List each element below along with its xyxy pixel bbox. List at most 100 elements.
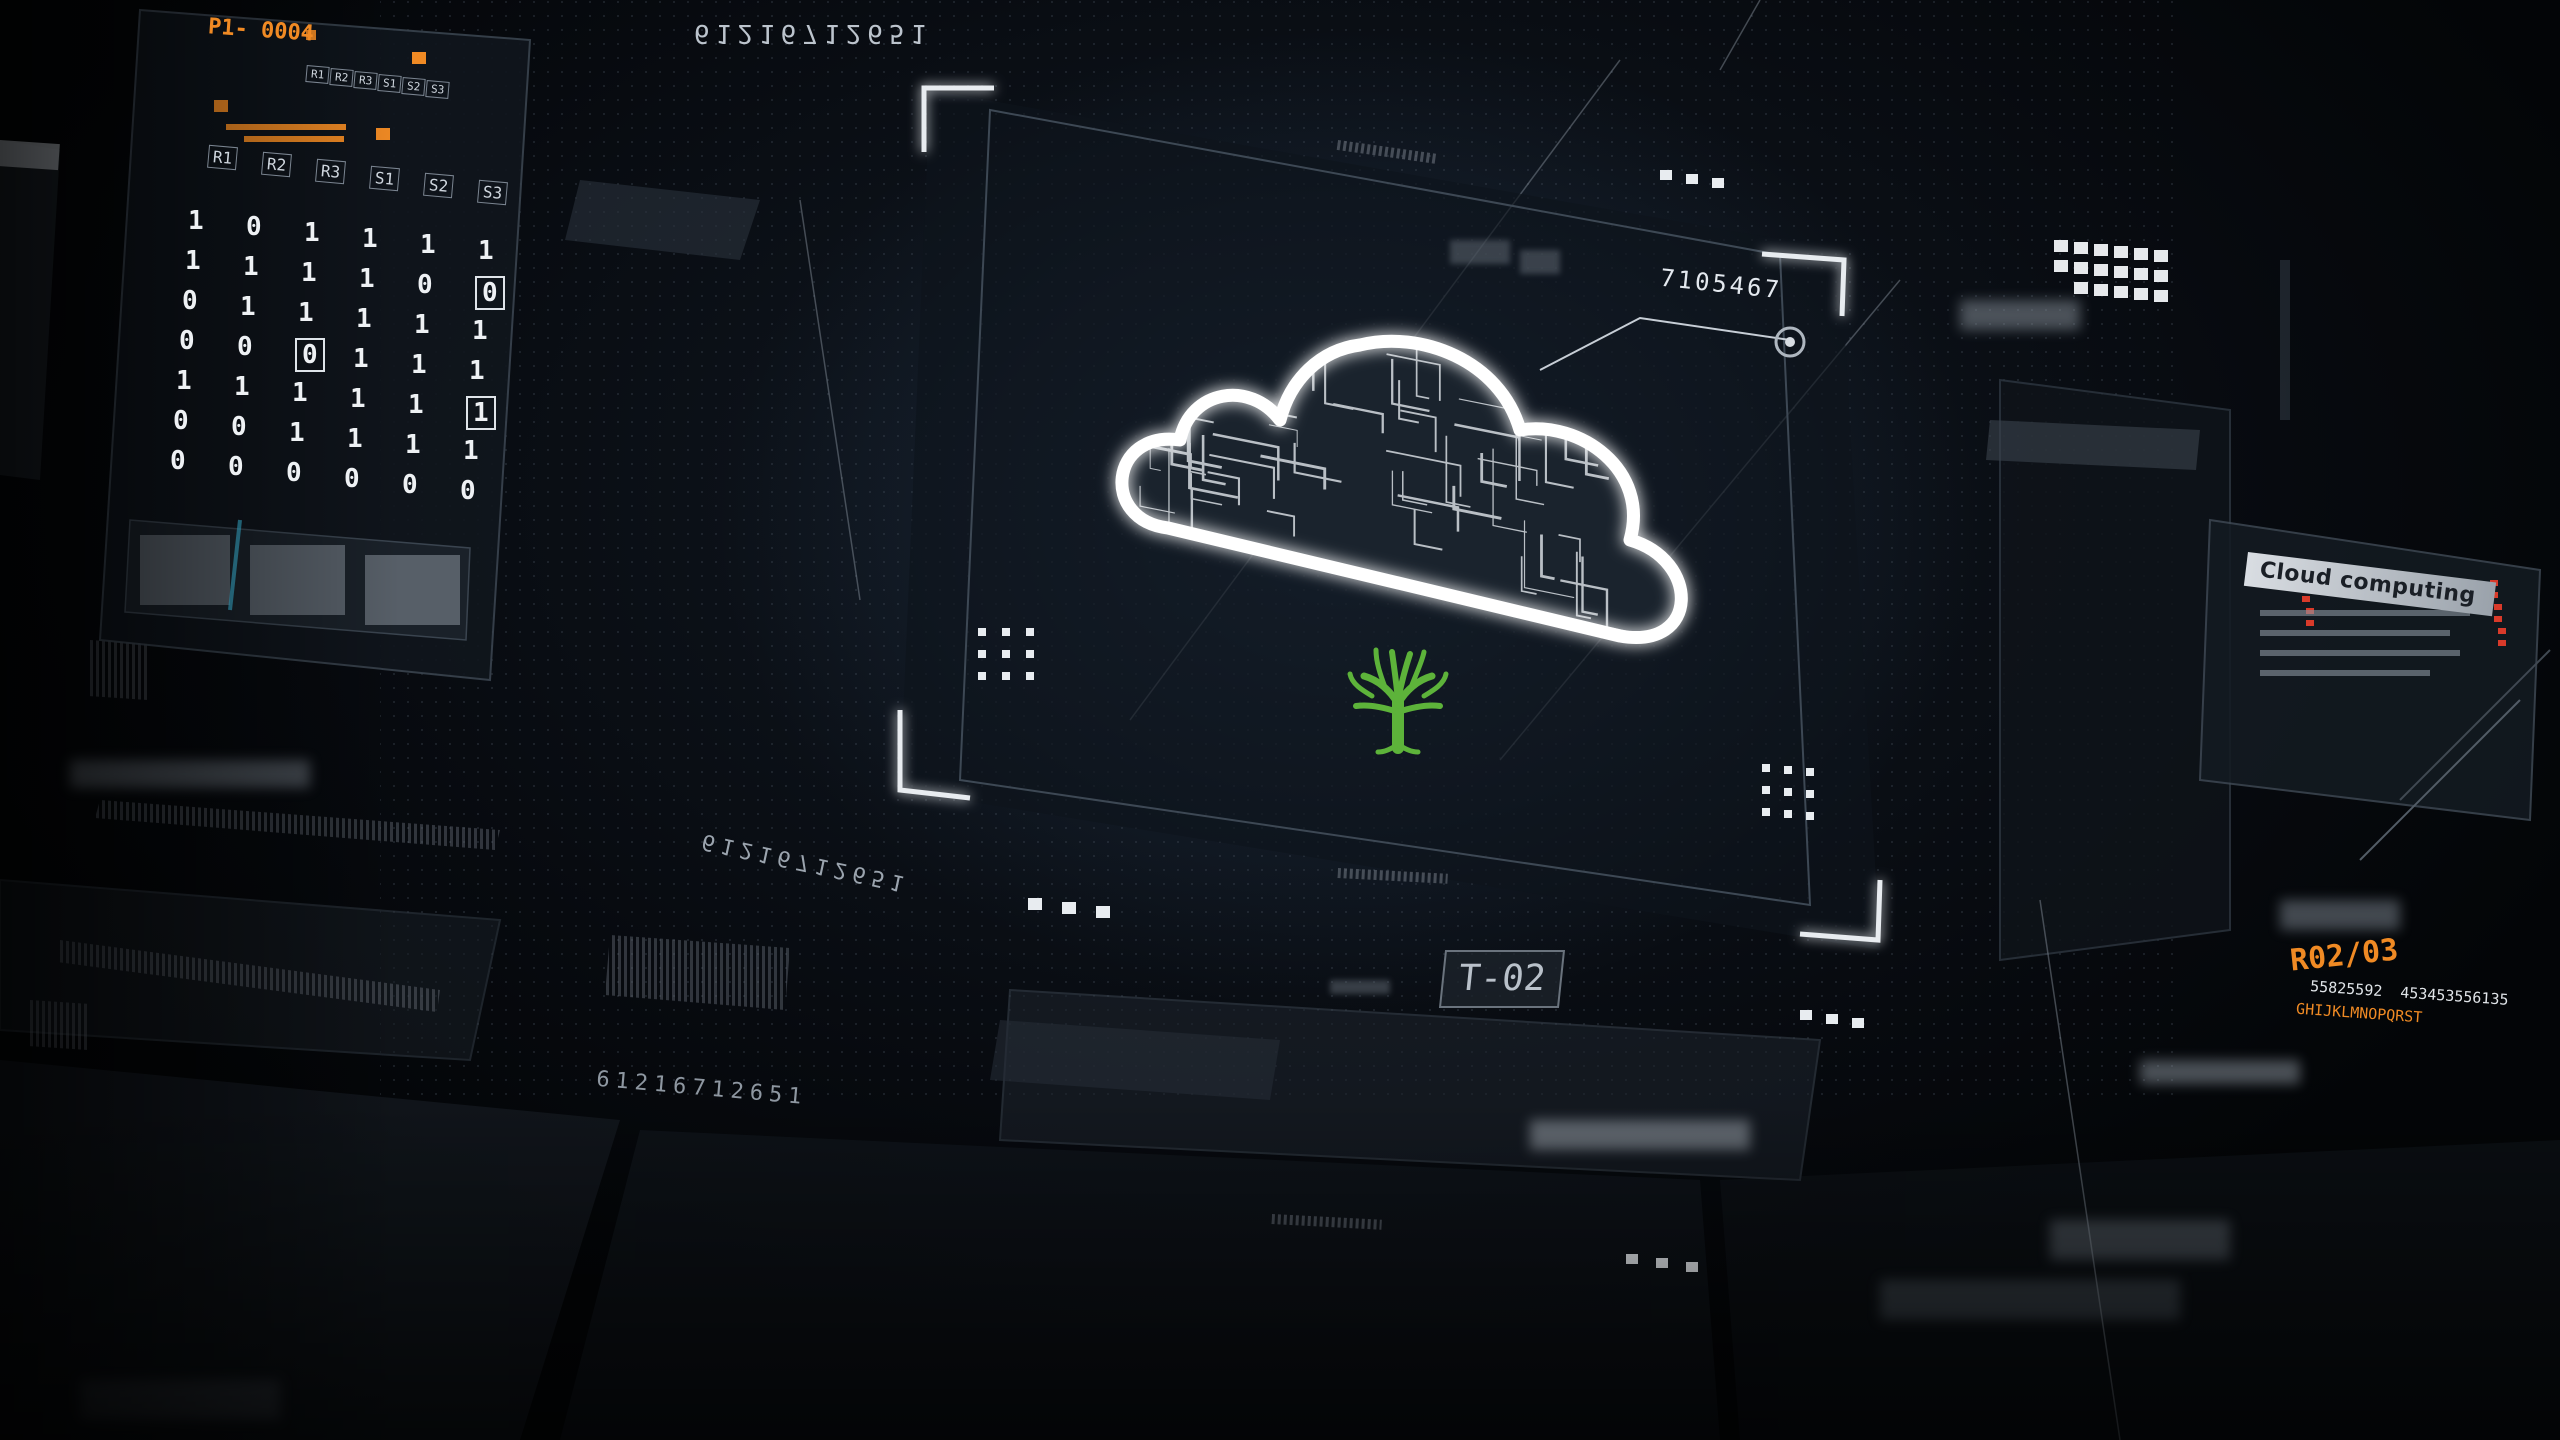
circuit-trace bbox=[1561, 625, 1590, 638]
circuit-trace bbox=[1234, 583, 1292, 620]
circuit-trace bbox=[1148, 581, 1191, 638]
circuit-trace bbox=[1445, 435, 1471, 508]
row-label: R2 bbox=[329, 68, 354, 87]
circuit-trace bbox=[1201, 435, 1226, 486]
binary-digit: 1 bbox=[301, 258, 317, 288]
circuit-trace bbox=[1603, 387, 1651, 443]
circuit-trace bbox=[1676, 494, 1682, 543]
binary-digit: 1 bbox=[469, 356, 485, 386]
binary-digit: 0 bbox=[228, 452, 244, 482]
circuit-trace bbox=[1415, 346, 1430, 400]
circuit-trace bbox=[1402, 471, 1428, 506]
binary-digit: 1 bbox=[347, 424, 363, 454]
binary-digit: 0 bbox=[286, 458, 302, 488]
binary-digit: 1 bbox=[420, 230, 436, 260]
binary-digit: 1 bbox=[362, 224, 378, 254]
circuit-trace bbox=[1400, 409, 1437, 453]
circuit-trace bbox=[1520, 556, 1537, 595]
circuit-trace bbox=[1209, 453, 1276, 499]
circuit-trace bbox=[1581, 556, 1599, 616]
circuit-trace bbox=[1544, 432, 1574, 489]
binary-digit: 1 bbox=[472, 316, 488, 346]
row-label: S1 bbox=[377, 74, 402, 93]
binary-digit: 1 bbox=[243, 252, 259, 282]
binary-digit: 1 bbox=[356, 304, 372, 334]
circuit-trace bbox=[1207, 471, 1241, 506]
binary-digit: 1 bbox=[408, 390, 424, 420]
binary-digit: 0 bbox=[460, 476, 476, 506]
binary-digit: 1 bbox=[463, 436, 479, 466]
circuit-trace bbox=[1269, 566, 1305, 638]
circuit-trace bbox=[1395, 607, 1445, 634]
circuit-trace bbox=[1635, 633, 1679, 638]
circuit-trace bbox=[1183, 609, 1230, 638]
circuit-trace bbox=[1268, 424, 1298, 447]
circuit-trace bbox=[1391, 358, 1430, 413]
binary-digit: 1 bbox=[188, 206, 204, 236]
binary-digit: 1 bbox=[405, 430, 421, 460]
binary-digit: 1 bbox=[478, 236, 494, 266]
circuit-trace bbox=[1671, 426, 1682, 478]
circuit-trace bbox=[1540, 534, 1555, 581]
binary-digit: 1 bbox=[289, 418, 305, 448]
row-label: S2 bbox=[423, 172, 455, 199]
row-label: S2 bbox=[401, 77, 426, 96]
binary-digit: 0 bbox=[170, 446, 186, 476]
binary-digit: 0 bbox=[417, 270, 433, 300]
binary-digit: 1 bbox=[298, 298, 314, 328]
binary-digit: 1 bbox=[176, 366, 192, 396]
cloud-icon bbox=[1115, 334, 1719, 670]
binary-digit: 1 bbox=[411, 350, 427, 380]
binary-digit: 0 bbox=[246, 212, 262, 242]
binary-digit: 1 bbox=[350, 384, 366, 414]
circuit-trace bbox=[1397, 494, 1460, 532]
binary-digit: 1 bbox=[414, 310, 430, 340]
circuit-trace bbox=[1492, 448, 1528, 533]
binary-digit: 0 bbox=[475, 276, 505, 310]
circuit-trace bbox=[1480, 452, 1508, 488]
row-label: R1 bbox=[305, 65, 330, 84]
tag-label: T-02 bbox=[1438, 950, 1566, 1008]
circuit-trace bbox=[1212, 432, 1280, 481]
misc-panels bbox=[565, 180, 2290, 1100]
circuit-trace bbox=[1452, 485, 1502, 520]
binary-digit: 0 bbox=[179, 326, 195, 356]
circuit-trace bbox=[1142, 643, 1177, 670]
binary-digit: 0 bbox=[237, 332, 253, 362]
circuit-trace bbox=[1670, 341, 1682, 380]
circuit-trace bbox=[1391, 470, 1433, 514]
binary-digit: 0 bbox=[173, 406, 189, 436]
binary-digit: 0 bbox=[344, 464, 360, 494]
circuit-trace bbox=[1189, 442, 1207, 476]
circuit-trace bbox=[1458, 622, 1494, 638]
binary-digit: 1 bbox=[185, 246, 201, 276]
circuit-trace bbox=[1507, 354, 1546, 397]
binary-digit: 1 bbox=[304, 218, 320, 248]
binary-digit: 0 bbox=[402, 470, 418, 500]
circuit-trace bbox=[1185, 351, 1198, 394]
binary-digit: 0 bbox=[295, 338, 325, 372]
row-label: R1 bbox=[207, 144, 239, 171]
grid-block-icon bbox=[2054, 240, 2168, 302]
circuit-trace bbox=[1211, 562, 1234, 599]
circuit-trace bbox=[1413, 509, 1443, 551]
circuit-trace bbox=[1214, 341, 1288, 385]
row-label: R3 bbox=[353, 71, 378, 90]
circuit-trace bbox=[1575, 551, 1592, 620]
circuit-trace bbox=[1640, 414, 1681, 453]
circuit-trace bbox=[1682, 616, 1719, 654]
circuit-trace bbox=[1385, 449, 1462, 497]
binary-digit: 1 bbox=[292, 378, 308, 408]
circuit-trace bbox=[1266, 510, 1296, 537]
circuit-trace bbox=[1398, 380, 1420, 424]
circuit-trace bbox=[1185, 341, 1257, 395]
circuit-trace bbox=[1673, 433, 1682, 491]
circuit-trace bbox=[1260, 454, 1327, 490]
binary-digit: 1 bbox=[240, 292, 256, 322]
circuit-trace bbox=[1274, 560, 1319, 614]
binary-digit: 1 bbox=[359, 264, 375, 294]
circuit-trace bbox=[1139, 485, 1175, 514]
circuit-trace bbox=[1477, 457, 1538, 486]
